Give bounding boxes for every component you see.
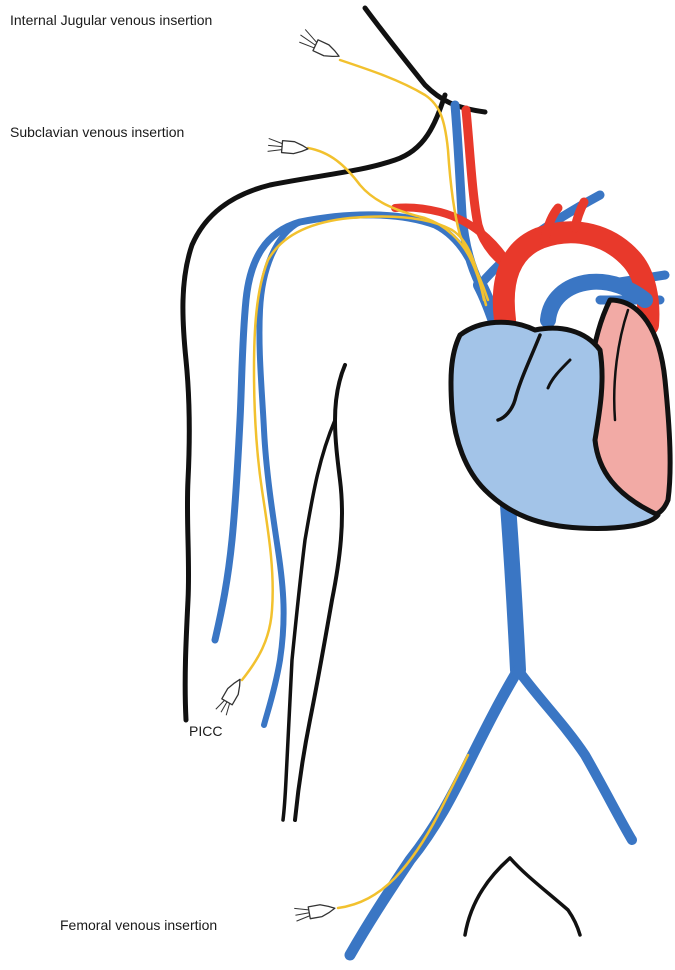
connector-icon [216, 676, 245, 715]
inferior-vena-cava [508, 505, 518, 670]
catheter-jugular [340, 60, 488, 300]
shoulder-outline [183, 95, 445, 720]
pelvis-outline [465, 858, 580, 935]
catheter-femoral [338, 755, 468, 908]
heart [451, 300, 670, 528]
connector-icon [294, 901, 336, 921]
connector-icon [297, 29, 344, 62]
catheter-picc [242, 217, 484, 681]
right-iliac-vein [518, 670, 632, 840]
inner-arm-outline [295, 365, 345, 820]
left-iliac-vein [350, 670, 518, 955]
catheters [242, 60, 488, 908]
connector-icon [268, 138, 309, 154]
arteries [395, 110, 648, 325]
